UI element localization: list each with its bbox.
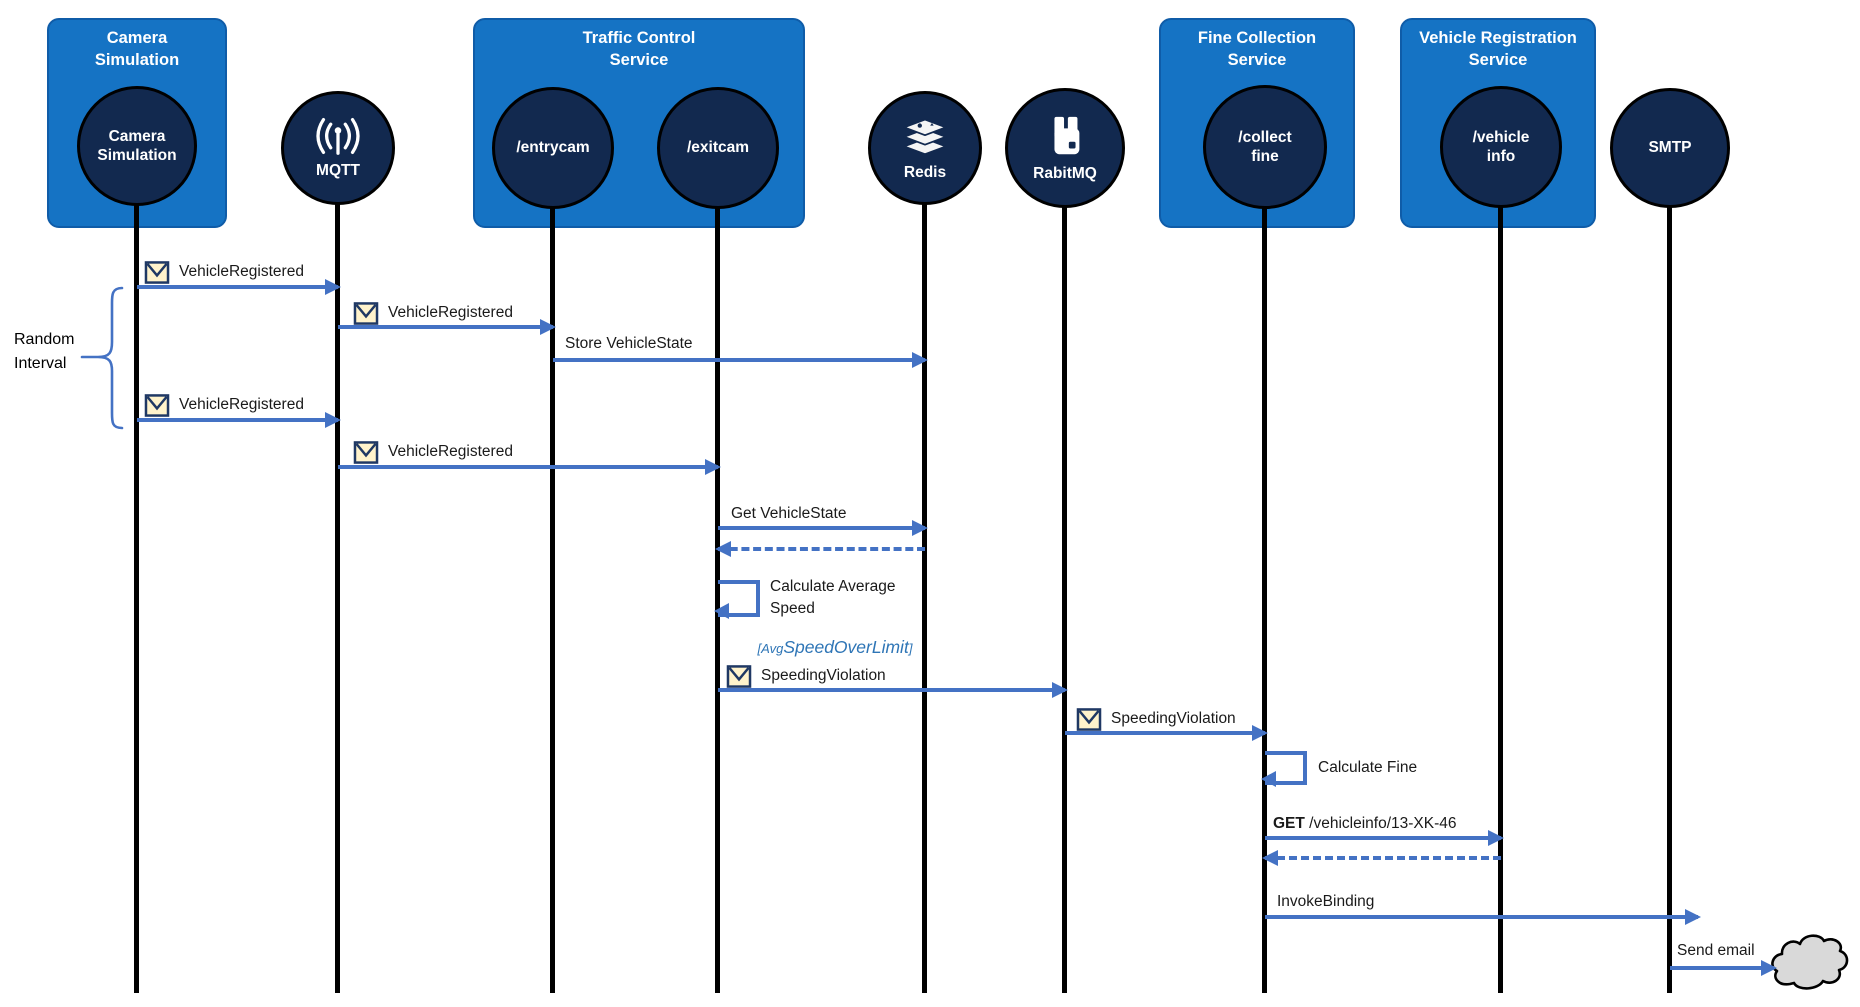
rabbitmq-icon xyxy=(1042,113,1088,164)
message-label-m12: Calculate Fine xyxy=(1318,759,1418,776)
curly-brace-icon xyxy=(80,286,124,430)
message-label-m6: Get VehicleState xyxy=(731,505,847,522)
message-label-m13: GET /vehicleinfo/13-XK-46 xyxy=(1273,815,1457,832)
cloud-icon xyxy=(1771,934,1849,990)
guard-avgspeedoverlimit: [AvgSpeedOverLimit] xyxy=(757,637,913,657)
message-label-m16: Send email xyxy=(1677,942,1755,959)
envelope-icon xyxy=(353,301,379,325)
message-label-m3: Store VehicleState xyxy=(565,335,693,352)
arrowhead-icon xyxy=(912,520,928,536)
traffic-control-box-title: Traffic Control Service xyxy=(582,29,696,69)
arrow-m4 xyxy=(137,412,341,428)
node-entrycam-label: /entrycam xyxy=(516,139,590,157)
envelope-icon xyxy=(144,260,170,284)
lifeline-vehicleinfo xyxy=(1498,205,1503,993)
arrow-m7-return xyxy=(715,541,925,557)
arrowhead-icon xyxy=(1252,725,1268,741)
fine-collection-box-title: Fine Collection Service xyxy=(1197,29,1317,69)
lifeline-collectfine xyxy=(1262,205,1267,993)
message-label-m11: SpeedingViolation xyxy=(1076,707,1236,731)
node-redis-label: Redis xyxy=(903,163,947,181)
node-collectfine: /collect fine xyxy=(1203,85,1327,209)
arrow-m11 xyxy=(1065,725,1268,741)
message-label-m10: SpeedingViolation xyxy=(726,664,886,688)
camera-simulation-box-title: Camera Simulation xyxy=(94,29,180,69)
arrow-m3 xyxy=(553,352,928,368)
arrowhead-icon xyxy=(325,279,341,295)
arrow-m14-return xyxy=(1262,850,1501,866)
arrowhead-icon xyxy=(1761,960,1777,976)
node-smtp-label: SMTP xyxy=(1648,139,1692,157)
lifeline-smtp xyxy=(1667,206,1672,993)
arrow-m13 xyxy=(1265,830,1504,846)
node-rabitmq-label: RabitMQ xyxy=(1033,164,1097,182)
arrowhead-icon xyxy=(705,459,721,475)
arrowhead-icon xyxy=(1052,682,1068,698)
lifeline-mqtt xyxy=(335,203,340,993)
node-smtp: SMTP xyxy=(1610,88,1730,208)
node-redis: Redis xyxy=(868,91,982,205)
node-entrycam: /entrycam xyxy=(492,87,614,209)
arrow-m10 xyxy=(718,682,1068,698)
arrowhead-icon xyxy=(325,412,341,428)
arrow-m6 xyxy=(718,520,928,536)
lifeline-redis xyxy=(922,203,927,993)
vehicle-registration-box-title: Vehicle Registration Service xyxy=(1419,29,1577,69)
envelope-icon xyxy=(1076,707,1102,731)
arrowhead-icon xyxy=(1262,850,1278,866)
arrow-m16 xyxy=(1670,960,1777,976)
node-vehicleinfo-label: /vehicle info xyxy=(1472,128,1530,165)
node-camera-simulation: Camera Simulation xyxy=(77,86,197,206)
message-label-m1: VehicleRegistered xyxy=(144,260,304,284)
arrowhead-icon xyxy=(714,603,729,619)
node-camera-simulation-label: Camera Simulation xyxy=(97,127,177,164)
message-label-m8: Calculate Average Speed xyxy=(770,578,896,618)
lifeline-entrycam xyxy=(550,205,555,993)
node-rabitmq: RabitMQ xyxy=(1005,88,1125,208)
lifeline-exitcam xyxy=(715,205,720,993)
message-label-m4: VehicleRegistered xyxy=(144,393,304,417)
arrow-m2 xyxy=(338,319,556,335)
arrowhead-icon xyxy=(912,352,928,368)
arrowhead-icon xyxy=(715,541,731,557)
arrowhead-icon xyxy=(1488,830,1504,846)
envelope-icon xyxy=(726,664,752,688)
node-mqtt: MQTT xyxy=(281,91,395,205)
message-label-m15: InvokeBinding xyxy=(1277,893,1375,910)
message-label-m2: VehicleRegistered xyxy=(353,301,513,325)
node-collectfine-label: /collect fine xyxy=(1238,128,1292,165)
message-label-m5: VehicleRegistered xyxy=(353,440,513,464)
broadcast-antenna-icon xyxy=(310,116,366,161)
node-vehicleinfo: /vehicle info xyxy=(1440,86,1562,208)
redis-stack-icon xyxy=(899,114,951,163)
arrowhead-icon xyxy=(1261,771,1276,787)
arrow-m1 xyxy=(137,279,341,295)
arrow-m5 xyxy=(338,459,721,475)
self-loop-calculate-average-speed xyxy=(714,580,760,619)
arrowhead-icon xyxy=(1685,909,1701,925)
node-exitcam: /exitcam xyxy=(657,87,779,209)
node-mqtt-label: MQTT xyxy=(316,161,360,179)
envelope-icon xyxy=(353,440,379,464)
lifeline-rabitmq xyxy=(1062,205,1067,993)
arrowhead-icon xyxy=(540,319,556,335)
node-exitcam-label: /exitcam xyxy=(686,139,750,157)
envelope-icon xyxy=(144,393,170,417)
random-interval-label: Random Interval xyxy=(14,331,75,372)
lifeline-camera-simulation xyxy=(134,200,139,993)
arrow-m15 xyxy=(1265,909,1701,925)
self-loop-calculate-fine xyxy=(1261,751,1307,787)
